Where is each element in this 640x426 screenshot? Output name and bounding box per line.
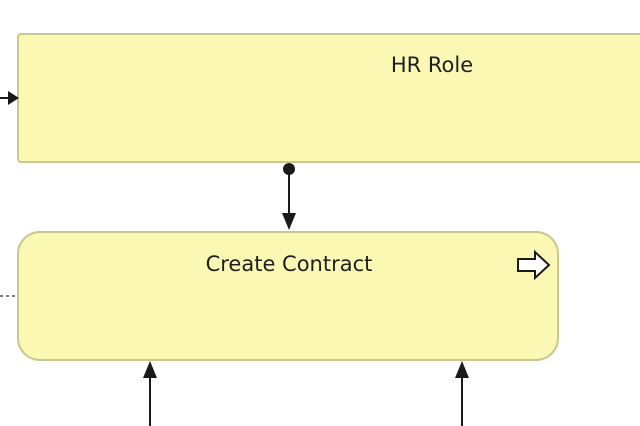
node-hr-role[interactable]: HR Role <box>17 33 640 163</box>
node-create-contract-label: Create Contract <box>206 252 373 276</box>
connector-bottom-right[interactable] <box>455 361 469 426</box>
arrowhead-right-icon <box>8 91 19 105</box>
hollow-arrow-right-icon <box>517 249 551 281</box>
node-create-contract[interactable]: Create Contract <box>17 231 559 361</box>
arrowhead-up-icon <box>455 361 469 378</box>
connector-role-to-activity[interactable] <box>282 163 296 230</box>
arrowhead-down-icon <box>282 213 296 230</box>
connector-bottom-left[interactable] <box>143 361 157 426</box>
node-create-contract-box[interactable] <box>17 231 559 361</box>
arrowhead-up-icon <box>143 361 157 378</box>
connector-left-incoming[interactable] <box>0 91 19 105</box>
node-hr-role-box[interactable] <box>17 33 640 163</box>
node-hr-role-label: HR Role <box>391 53 473 77</box>
